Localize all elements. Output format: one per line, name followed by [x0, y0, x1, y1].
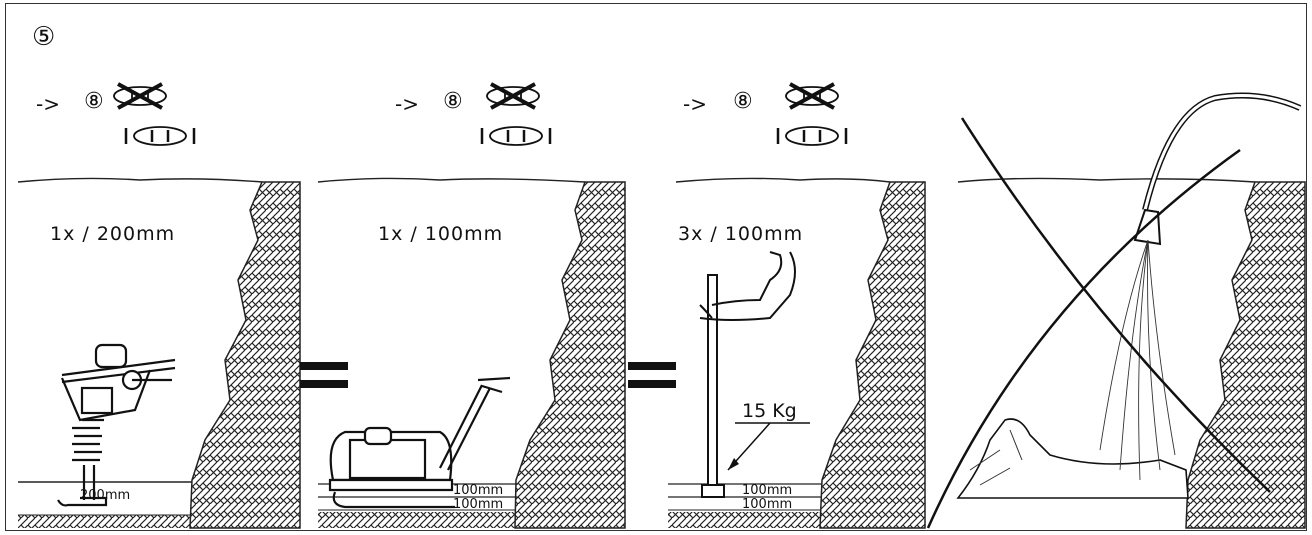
trench-panel-2 [317, 177, 626, 529]
equals-sign-2 [628, 362, 676, 388]
equals-sign-1 [300, 362, 348, 388]
panel-3-ref: ⑧ [733, 89, 753, 114]
hand-tamper-icon [699, 251, 796, 498]
panel-2-ref: ⑧ [443, 89, 463, 114]
trench-panel-1 [17, 177, 301, 529]
panel-1-arrow: -> [36, 92, 60, 116]
plate-compactor-icon [328, 376, 511, 509]
water-spray [1099, 239, 1176, 481]
panel-2-arrow: -> [395, 92, 419, 116]
panel-2-layer-1: 100mm [453, 483, 504, 498]
panel-1-rate: 1x / 200mm [50, 223, 176, 245]
panel-1-ref: ⑧ [84, 89, 104, 114]
panel-3-layer-2: 100mm [742, 497, 793, 512]
panel-3-rate: 3x / 100mm [678, 223, 804, 245]
panel-2-layer-2: 100mm [453, 497, 504, 512]
panel-1-layer-1: 200mm [80, 488, 131, 503]
wrong-compaction-icon-1 [113, 82, 167, 110]
wrong-compaction-icon-3 [785, 82, 839, 110]
diagram-frame [5, 3, 1307, 531]
correct-compaction-icon-1 [124, 126, 196, 146]
panel-3-layer-1: 100mm [742, 483, 793, 498]
correct-compaction-icon-3 [776, 126, 848, 146]
panel-3-weight: 15 Kg [742, 400, 797, 422]
trench-panel-4 [926, 92, 1306, 529]
step-marker: ⑤ [32, 22, 56, 52]
prohibit-cross-line-2 [926, 148, 1241, 529]
prohibit-cross-line-1 [960, 117, 1271, 493]
panel-3-arrow: -> [683, 92, 707, 116]
panel-2-rate: 1x / 100mm [378, 223, 504, 245]
trench-panel-3 [668, 177, 926, 529]
rammer-icon [57, 343, 176, 507]
wrong-compaction-icon-2 [486, 82, 540, 110]
correct-compaction-icon-2 [480, 126, 552, 146]
weight-pointer [727, 422, 810, 471]
compaction-symbols [113, 82, 848, 146]
